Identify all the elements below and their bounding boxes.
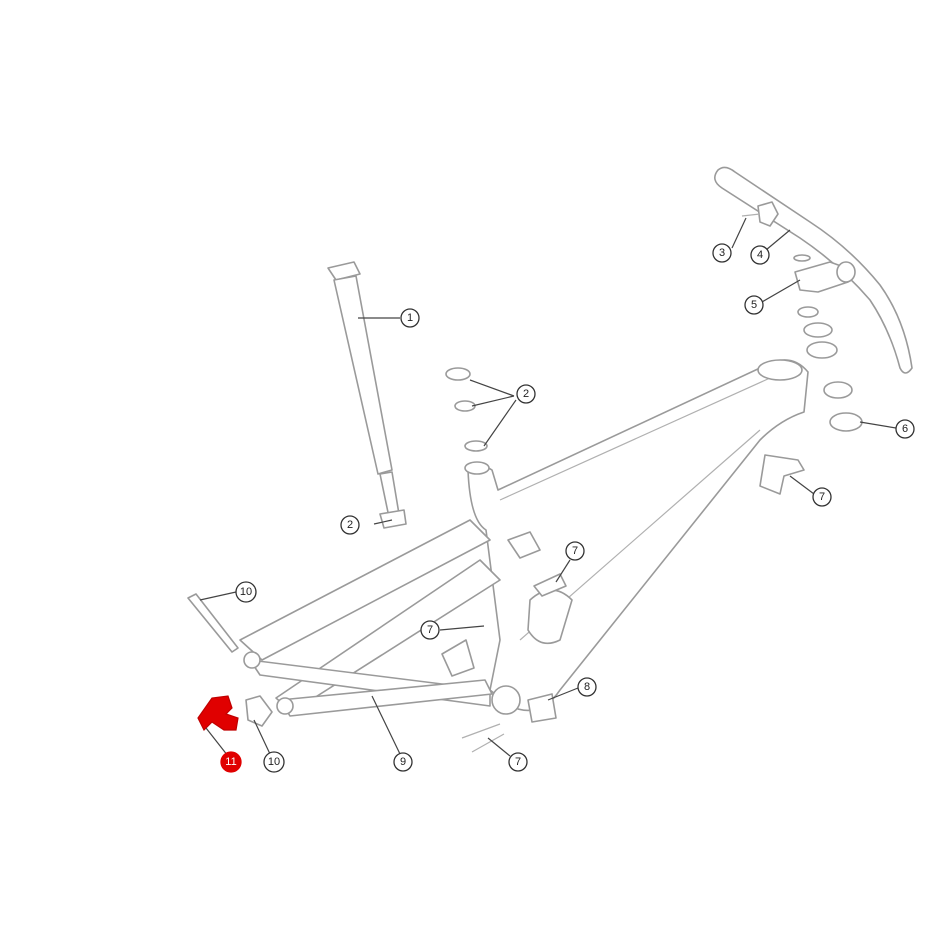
rear-triangle (239, 519, 541, 717)
rear-axle (187, 593, 239, 653)
callout-headset-bearings[interactable]: 2 (516, 384, 536, 404)
bearings (445, 367, 488, 452)
svg-text:9: 9 (400, 756, 406, 768)
callout-stem[interactable]: 5 (744, 295, 764, 315)
callout-derailleur-hanger[interactable]: 11 (220, 751, 242, 773)
svg-text:7: 7 (819, 491, 825, 503)
svg-text:2: 2 (347, 519, 353, 531)
callout-brake-lever[interactable]: 3 (712, 243, 732, 263)
callout-cable-guide-upper[interactable]: 7 (565, 541, 585, 561)
callout-headset-lower[interactable]: 6 (895, 419, 915, 439)
svg-text:10: 10 (268, 756, 280, 768)
derailleur-hanger (197, 695, 239, 732)
svg-text:2: 2 (523, 388, 529, 400)
svg-text:7: 7 (515, 756, 521, 768)
callout-dropout-right[interactable]: 10 (263, 751, 285, 773)
svg-text:5: 5 (751, 299, 757, 311)
svg-text:10: 10 (240, 586, 252, 598)
callout-rear-axle[interactable]: 10 (235, 581, 257, 603)
callout-bb-guide[interactable]: 8 (577, 677, 597, 697)
stem (793, 254, 856, 293)
svg-text:3: 3 (719, 247, 725, 259)
svg-text:7: 7 (427, 624, 433, 636)
cable-guides (441, 454, 805, 753)
svg-text:7: 7 (572, 545, 578, 557)
brake-lever (741, 201, 779, 227)
svg-text:1: 1 (407, 312, 413, 324)
seatpost (327, 261, 407, 529)
svg-text:4: 4 (757, 249, 763, 261)
callout-rear-triangle[interactable]: 9 (393, 752, 413, 772)
callout-cable-housing[interactable]: 7 (508, 752, 528, 772)
callout-seatpost[interactable]: 1 (400, 308, 420, 328)
leader-lines (199, 217, 897, 757)
svg-text:11: 11 (225, 756, 236, 768)
handlebar (714, 166, 913, 374)
dropout-right (245, 695, 273, 727)
svg-text:8: 8 (584, 681, 590, 693)
main-frame (464, 359, 809, 715)
callout-cable-guide-lower[interactable]: 7 (420, 620, 440, 640)
headset-parts (797, 306, 863, 432)
callout-downtube-guard[interactable]: 7 (812, 487, 832, 507)
callout-seatpost-clamp[interactable]: 2 (340, 515, 360, 535)
callout-handlebar[interactable]: 4 (750, 245, 770, 265)
svg-text:6: 6 (902, 423, 908, 435)
